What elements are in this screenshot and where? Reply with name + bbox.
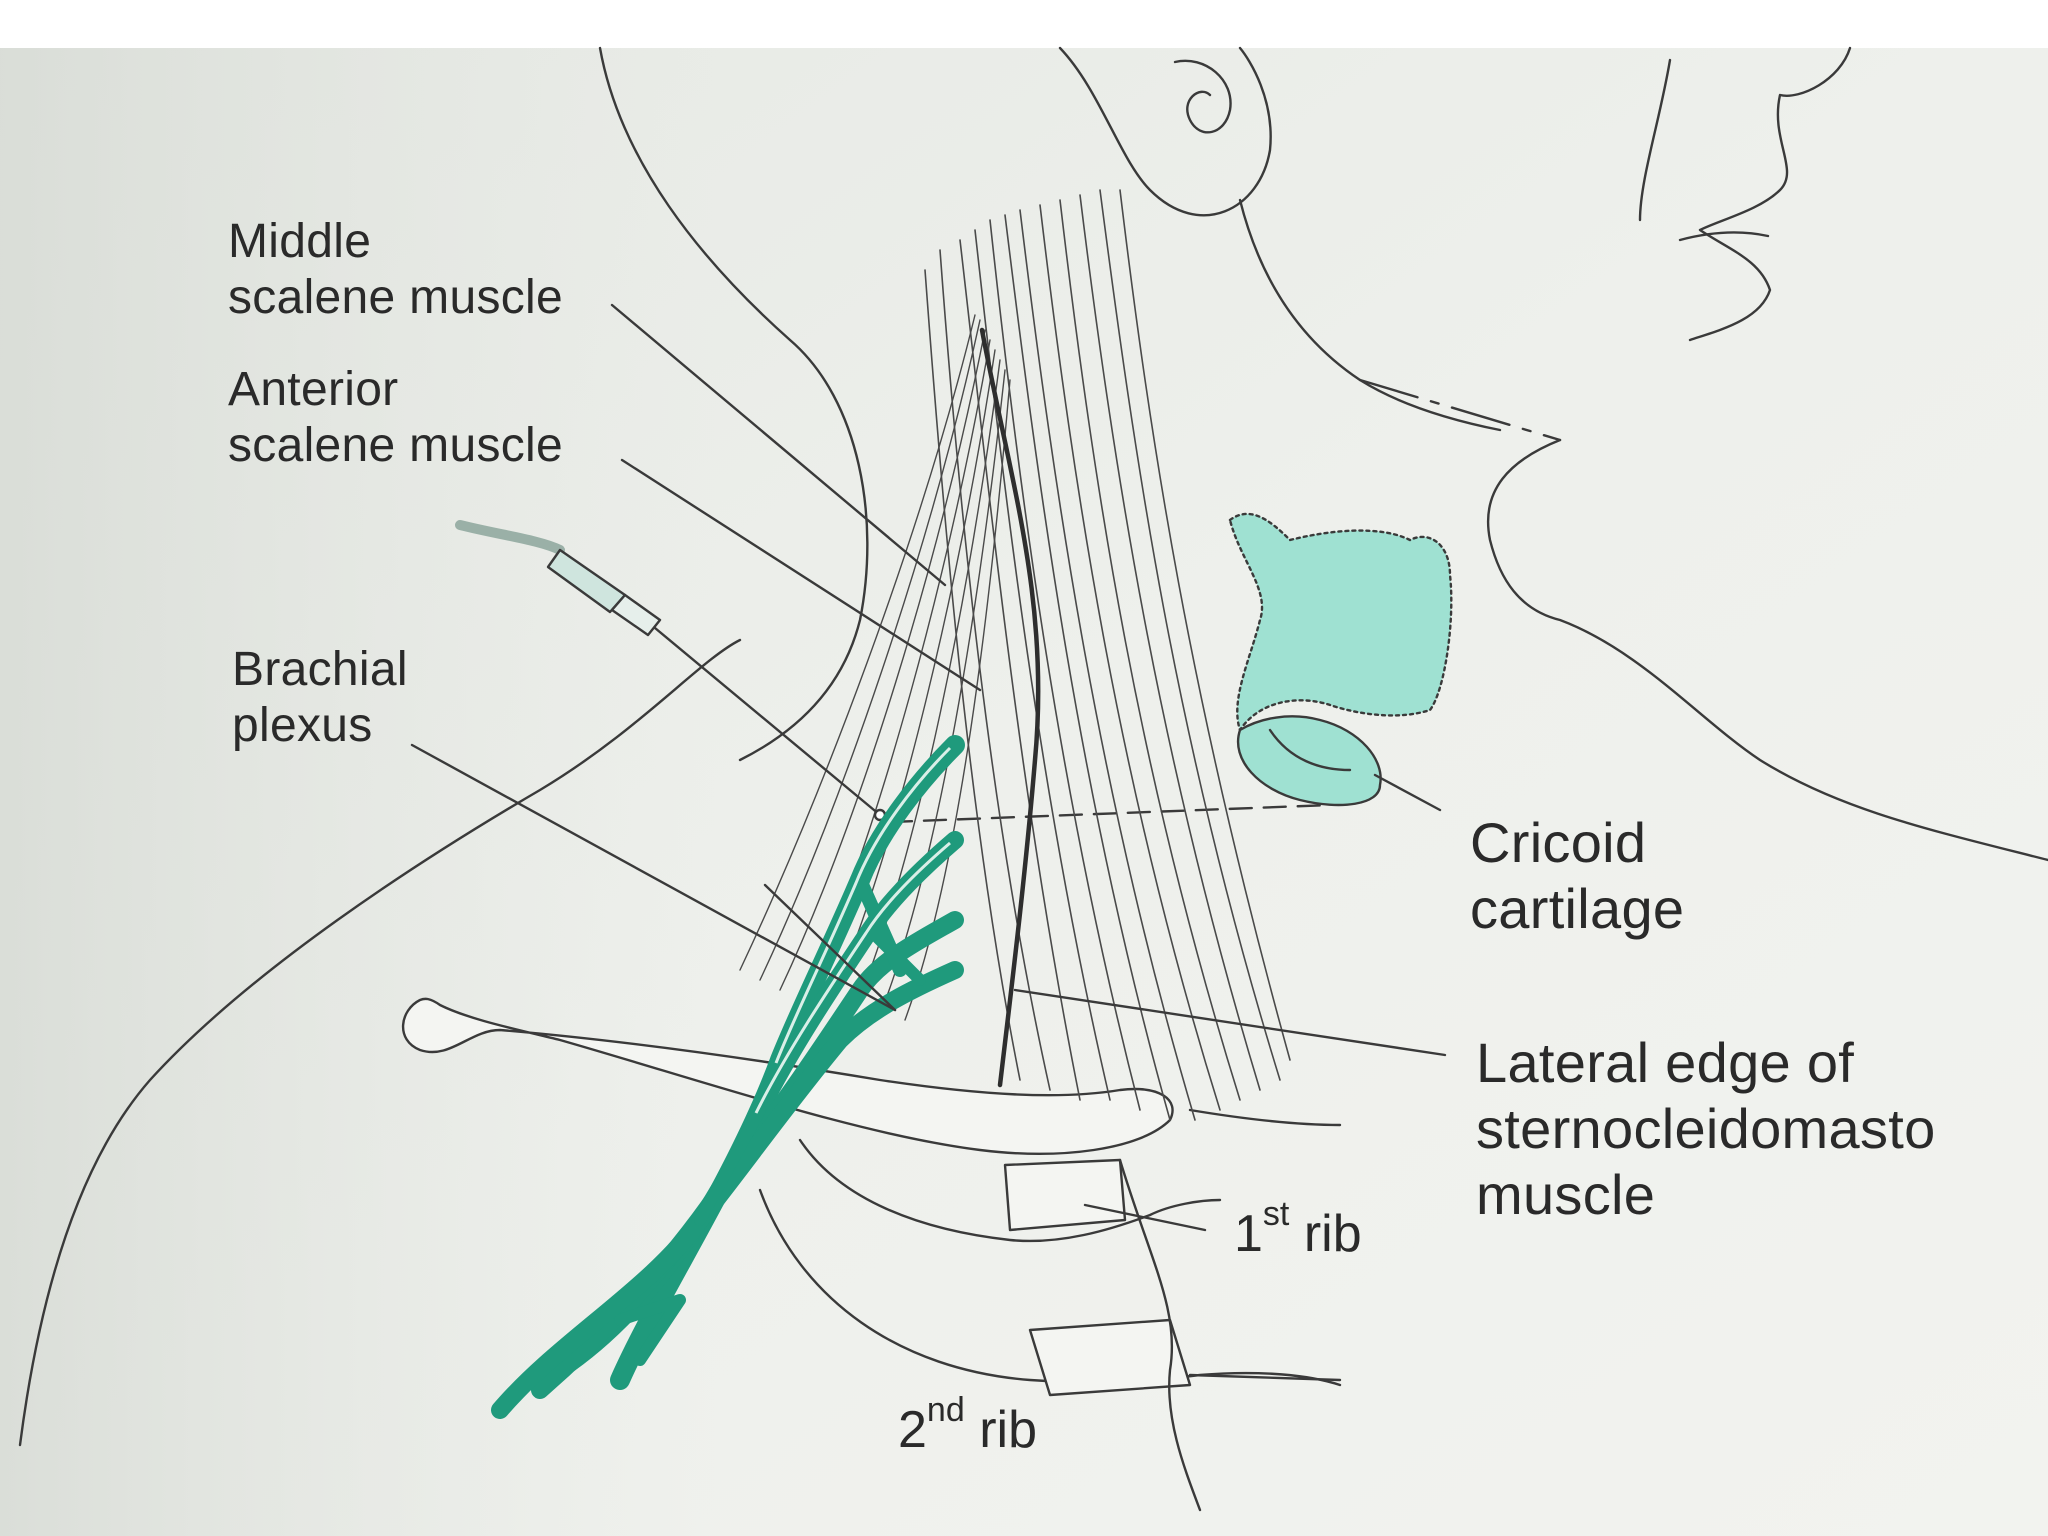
- brachial-plexus-label: Brachial plexus: [232, 642, 408, 754]
- sternum-edge: [1118, 1158, 1202, 1512]
- brachial-plexus-nerves: [491, 735, 965, 1419]
- brachial-plexus-label-line2: plexus: [232, 699, 373, 752]
- jaw-line: [1238, 198, 1502, 432]
- needle-hub: [546, 548, 627, 614]
- second-rib-suffix: nd: [926, 1391, 965, 1429]
- jaw-dashed: [1358, 378, 1562, 442]
- second-rib-number: 2: [898, 1401, 927, 1459]
- scm-lateral-edge: [979, 327, 1041, 1088]
- cricoid-inner: [1268, 728, 1352, 772]
- cricoid-ring: [1237, 715, 1382, 807]
- nerve-highlights: [754, 746, 952, 1114]
- first-rib-label: 1st rib: [1234, 1197, 1362, 1264]
- anterior-scalene-label: Anterior scalene muscle: [228, 362, 563, 474]
- second-rib-word: rib: [979, 1401, 1037, 1459]
- sternocleidomastoid-label-line2: sternocleidomasto: [1476, 1097, 1936, 1160]
- brachial-plexus-label-line1: Brachial: [232, 643, 408, 696]
- needle-barrel: [610, 593, 662, 637]
- ear-outline: [1058, 46, 1272, 217]
- needle-shaft: [653, 626, 882, 817]
- cricoid-guide-dashed: [888, 803, 1332, 824]
- middle-scalene-label-line1: Middle: [228, 215, 372, 268]
- anterior-scalene-label-line1: Anterior: [228, 363, 399, 416]
- second-rib-label: 2nd rib: [898, 1393, 1037, 1460]
- first-rib-inner: [1003, 1158, 1127, 1232]
- first-rib-word: rib: [1303, 1205, 1362, 1263]
- shoulder-outline: [18, 638, 742, 1447]
- chin-line: [1638, 58, 1672, 222]
- lower-neck-line: [1188, 1108, 1342, 1127]
- first-rib-number: 1: [1234, 1205, 1263, 1263]
- manubrium-edge: [1188, 1373, 1342, 1382]
- face-profile: [1688, 46, 1852, 342]
- mouth-line: [1678, 231, 1770, 242]
- first-rib-suffix: st: [1262, 1195, 1290, 1233]
- sternocleidomastoid-label-line3: muscle: [1476, 1163, 1656, 1226]
- second-rib-inner: [1028, 1318, 1192, 1397]
- sternocleidomastoid-label-line1: Lateral edge of: [1476, 1031, 1855, 1094]
- cricoid-cartilage-label: Cricoid cartilage: [1470, 810, 1684, 942]
- thyroid-cartilage: [1228, 512, 1453, 732]
- cricoid-cartilage-label-line2: cartilage: [1470, 877, 1685, 940]
- scm-muscle-fibres: [924, 189, 1291, 1121]
- middle-scalene-label-line2: scalene muscle: [228, 271, 564, 324]
- ear-inner: [1173, 59, 1232, 134]
- anterior-scalene-label-line2: scalene muscle: [228, 419, 564, 472]
- needle-tubing: [455, 520, 565, 555]
- front-neck-outline: [1486, 438, 2048, 862]
- leader-lines: [410, 303, 1447, 1232]
- back-of-neck-outline: [598, 46, 869, 762]
- first-rib-outline: [798, 1138, 1222, 1243]
- cricoid-cartilage-label-line1: Cricoid: [1470, 811, 1647, 874]
- sternocleidomastoid-label: Lateral edge of sternocleidomasto muscle: [1476, 1030, 1936, 1228]
- paper-shading: [0, 48, 2048, 1536]
- middle-scalene-label: Middle scalene muscle: [228, 214, 563, 326]
